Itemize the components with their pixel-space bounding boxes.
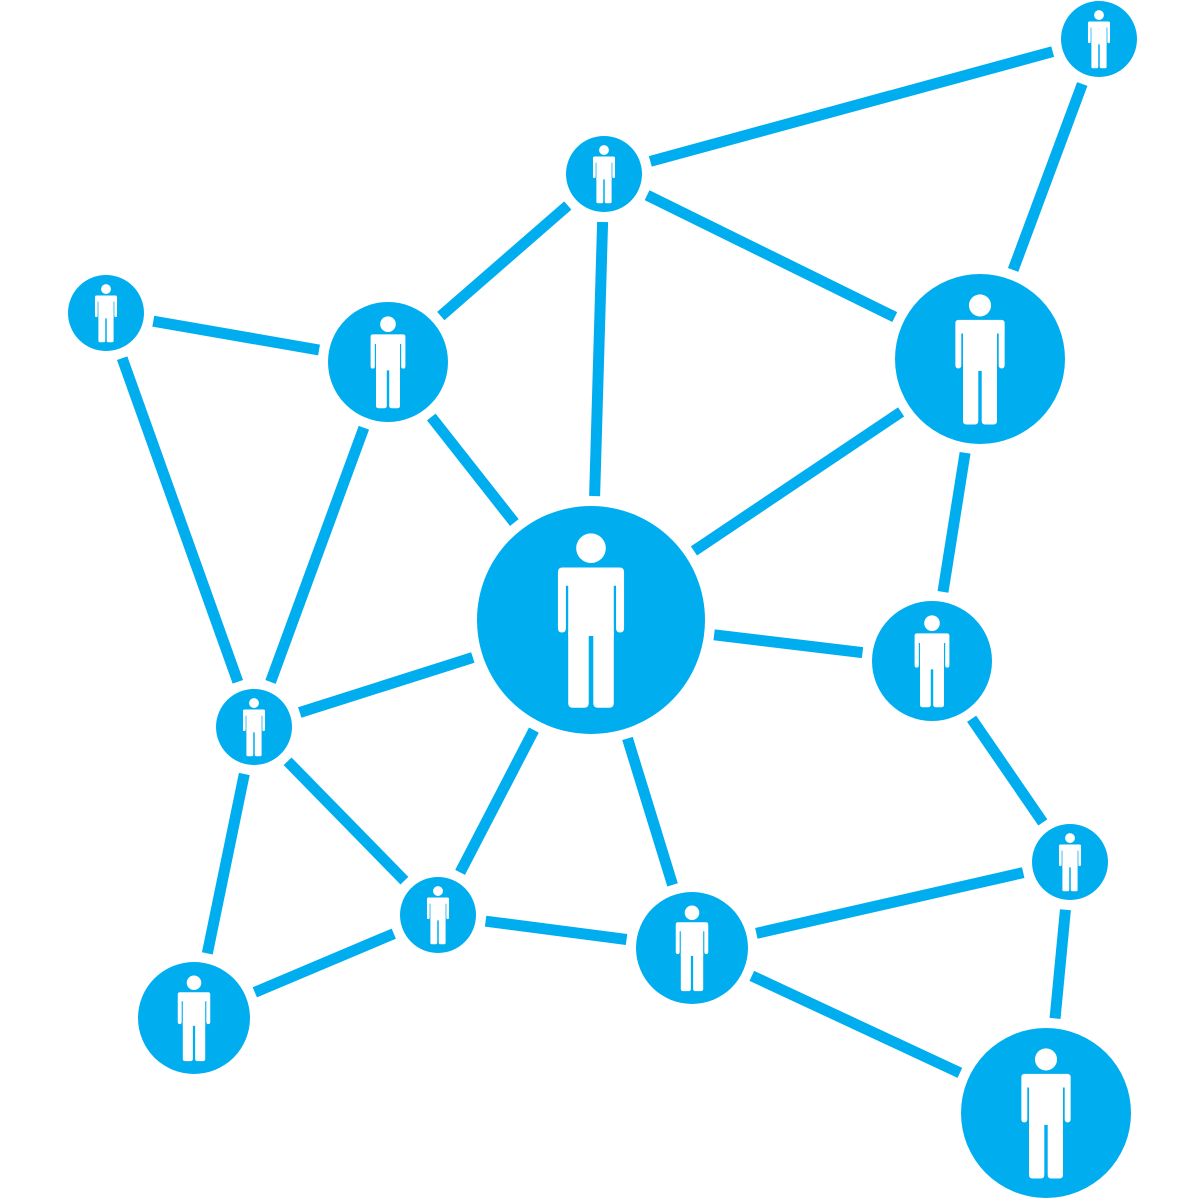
network-nodes: [68, 1, 1137, 1198]
connection-line: [252, 928, 396, 998]
person-icon: [370, 316, 406, 409]
person-node: [1061, 1, 1137, 77]
connection-line: [644, 190, 898, 322]
person-node: [636, 892, 748, 1004]
connection-line: [298, 652, 475, 718]
connection-line: [437, 201, 572, 321]
network-edges: [116, 46, 1088, 1078]
person-node: [138, 962, 250, 1074]
connection-line: [283, 757, 409, 885]
person-node: [328, 302, 448, 422]
person-icon: [1087, 10, 1111, 69]
connection-line: [1049, 909, 1071, 1019]
person-icon: [955, 294, 1005, 425]
person-node: [68, 275, 144, 351]
connection-line: [690, 407, 905, 556]
person-icon: [914, 615, 950, 708]
person-icon: [426, 886, 450, 945]
connection-line: [484, 915, 628, 945]
person-icon: [94, 284, 118, 343]
connection-line: [116, 356, 244, 684]
connection-line: [937, 451, 971, 593]
connection-line: [201, 772, 250, 955]
person-icon: [592, 145, 616, 204]
person-icon: [557, 533, 625, 708]
connection-line: [713, 629, 864, 659]
connection-line: [967, 715, 1048, 826]
connection-line: [265, 425, 370, 684]
connection-line: [455, 727, 539, 875]
person-node: [566, 136, 642, 212]
connection-line: [755, 867, 1025, 939]
person-node: [961, 1028, 1131, 1198]
person-node: [216, 689, 292, 765]
person-node: [872, 601, 992, 721]
person-node: [477, 506, 705, 734]
person-icon: [1021, 1048, 1071, 1179]
person-icon: [177, 975, 211, 1062]
connection-line: [589, 221, 609, 497]
person-node: [400, 877, 476, 953]
connection-line: [152, 315, 320, 356]
connection-line: [426, 413, 519, 526]
connection-line: [648, 46, 1055, 167]
connection-line: [749, 970, 963, 1078]
person-icon: [1058, 833, 1082, 892]
connection-line: [622, 736, 678, 887]
person-node: [1032, 824, 1108, 900]
person-icon: [675, 905, 709, 992]
connection-line: [1007, 82, 1088, 272]
person-icon: [242, 698, 266, 757]
person-node: [895, 274, 1065, 444]
